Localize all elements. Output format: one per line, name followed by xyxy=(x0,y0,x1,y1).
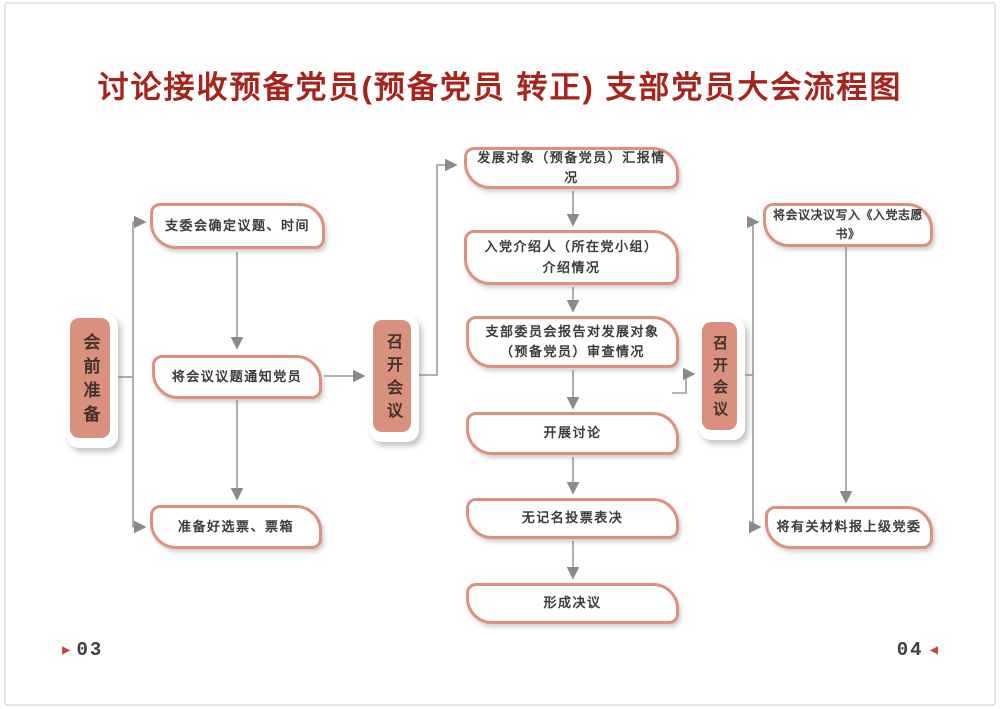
flow-step-committee-review-report: 支部委员会报告对发展对象 （预备党员）审查情况 xyxy=(466,316,679,368)
step-text: 发展对象（预备党员）汇报情况 xyxy=(477,149,666,185)
step-text: 支部委员会报告对发展对象 xyxy=(485,323,660,339)
stage-meeting-2: 召开会议 xyxy=(699,318,745,440)
step-text: 支委会确定议题、时间 xyxy=(164,217,310,233)
stage-meeting-2-label: 召开会议 xyxy=(702,322,737,430)
step-text: 无记名投票表决 xyxy=(521,510,624,526)
connector-to-meeting2 xyxy=(672,367,696,394)
flow-step-secret-ballot: 无记名投票表决 xyxy=(466,498,679,539)
page-title: 讨论接收预备党员(预备党员 转正) 支部党员大会流程图 xyxy=(97,70,903,105)
step-text: 将有关材料报上级党委 xyxy=(776,519,922,535)
flow-step-introducer-intro: 入党介绍人（所在党小组） 介绍情况 xyxy=(464,230,679,285)
flow-step-confirm-topic-time: 支委会确定议题、时间 xyxy=(150,203,325,249)
flow-step-form-resolution: 形成决议 xyxy=(466,583,679,624)
stage-pre-meeting: 会前准备 xyxy=(67,314,118,448)
page-arrow-left-icon: ◀ xyxy=(929,642,938,659)
step-text: 准备好选票、票箱 xyxy=(177,518,294,534)
step-text: 形成决议 xyxy=(543,595,602,611)
flow-step-submit-materials: 将有关材料报上级党委 xyxy=(765,506,933,549)
flow-step-candidate-report: 发展对象（预备党员）汇报情况 xyxy=(464,147,679,189)
page-number-left: 03 xyxy=(76,639,104,661)
step-text: 介绍情况 xyxy=(542,259,601,275)
flow-step-discussion: 开展讨论 xyxy=(466,412,679,455)
flow-step-prepare-ballots: 准备好选票、票箱 xyxy=(150,505,322,549)
page-arrow-right-icon: ▶ xyxy=(62,642,71,659)
stage-meeting-label: 召开会议 xyxy=(373,320,411,432)
step-text: （预备党员）审查情况 xyxy=(499,344,645,359)
step-text: 将会议决议写入《入党志愿书》 xyxy=(772,208,923,241)
page-indicator-right: 04 ◀ xyxy=(897,639,938,661)
connector-meeting-to-m1 xyxy=(414,158,458,376)
stage-pre-meeting-label: 会前准备 xyxy=(70,318,110,438)
flow-step-notify-members: 将会议议题通知党员 xyxy=(152,355,322,399)
stage-meeting: 召开会议 xyxy=(370,316,419,442)
flow-step-write-resolution: 将会议决议写入《入党志愿书》 xyxy=(763,203,933,247)
page-number-right: 04 xyxy=(896,639,924,661)
step-text: 入党介绍人（所在党小组） xyxy=(484,239,659,255)
page-indicator-left: ▶ 03 xyxy=(62,639,103,661)
step-text: 开展讨论 xyxy=(543,425,602,441)
step-text: 将会议议题通知党员 xyxy=(171,368,303,384)
